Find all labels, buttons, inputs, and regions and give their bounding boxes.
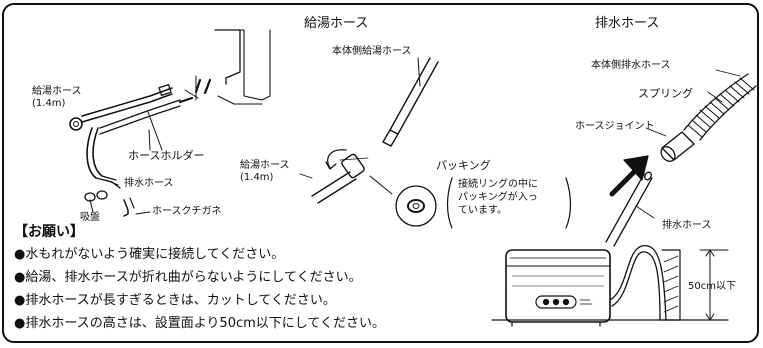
body-side-drain-hose [605, 69, 757, 247]
hose-clip-label: ホースクチガネ [152, 206, 222, 217]
packing-title: パッキング [436, 159, 491, 172]
dishwasher-height-diagram [491, 245, 729, 327]
hose-holder-label: ホースホルダー [128, 149, 205, 162]
spring-label: スプリング [638, 87, 693, 100]
hot-water-hose-title: 給湯ホース [304, 16, 369, 31]
connection-hot-water-hose-label: 給湯ホース (1.4m) [240, 160, 290, 183]
request-item-3: ●排水ホースが長すぎるときは、カットしてください。 [14, 293, 336, 308]
packing-note: 接続リングの中に パッキングが入っ ています。 [458, 179, 538, 216]
body-side-hot-water-hose-label: 本体側給湯ホース [332, 46, 412, 57]
height-limit-label: 50cm以下 [688, 281, 736, 292]
accessory-drain-hose-label: 排水ホース [124, 178, 174, 189]
request-item-2: ●給湯、排水ホースが折れ曲がらないようにしてください。 [14, 270, 362, 285]
hose-joint-label: ホースジョイント [575, 121, 655, 132]
request-item-1: ●水もれがないよう確実に接続してください。 [14, 247, 285, 262]
request-heading: 【お願い】 [14, 224, 84, 240]
body-side-hot-water-hose [382, 57, 439, 147]
accessory-hoses-illustration [69, 78, 212, 217]
drain-hose-title: 排水ホース [595, 16, 660, 31]
accessory-hot-water-hose-label: 給湯ホース (1.4m) [32, 86, 82, 109]
request-item-4: ●排水ホースの高さは、設置面より50cm以下にしてください。 [14, 316, 386, 331]
panel-border [2, 3, 759, 343]
cabinet-illustration [184, 29, 271, 105]
body-side-drain-hose-label: 本体側排水ホース [591, 60, 671, 71]
hot-water-hose-connection [311, 149, 572, 229]
suction-cup-label: 吸盤 [80, 212, 100, 223]
drain-hose-piece-label: 排水ホース [662, 220, 712, 231]
